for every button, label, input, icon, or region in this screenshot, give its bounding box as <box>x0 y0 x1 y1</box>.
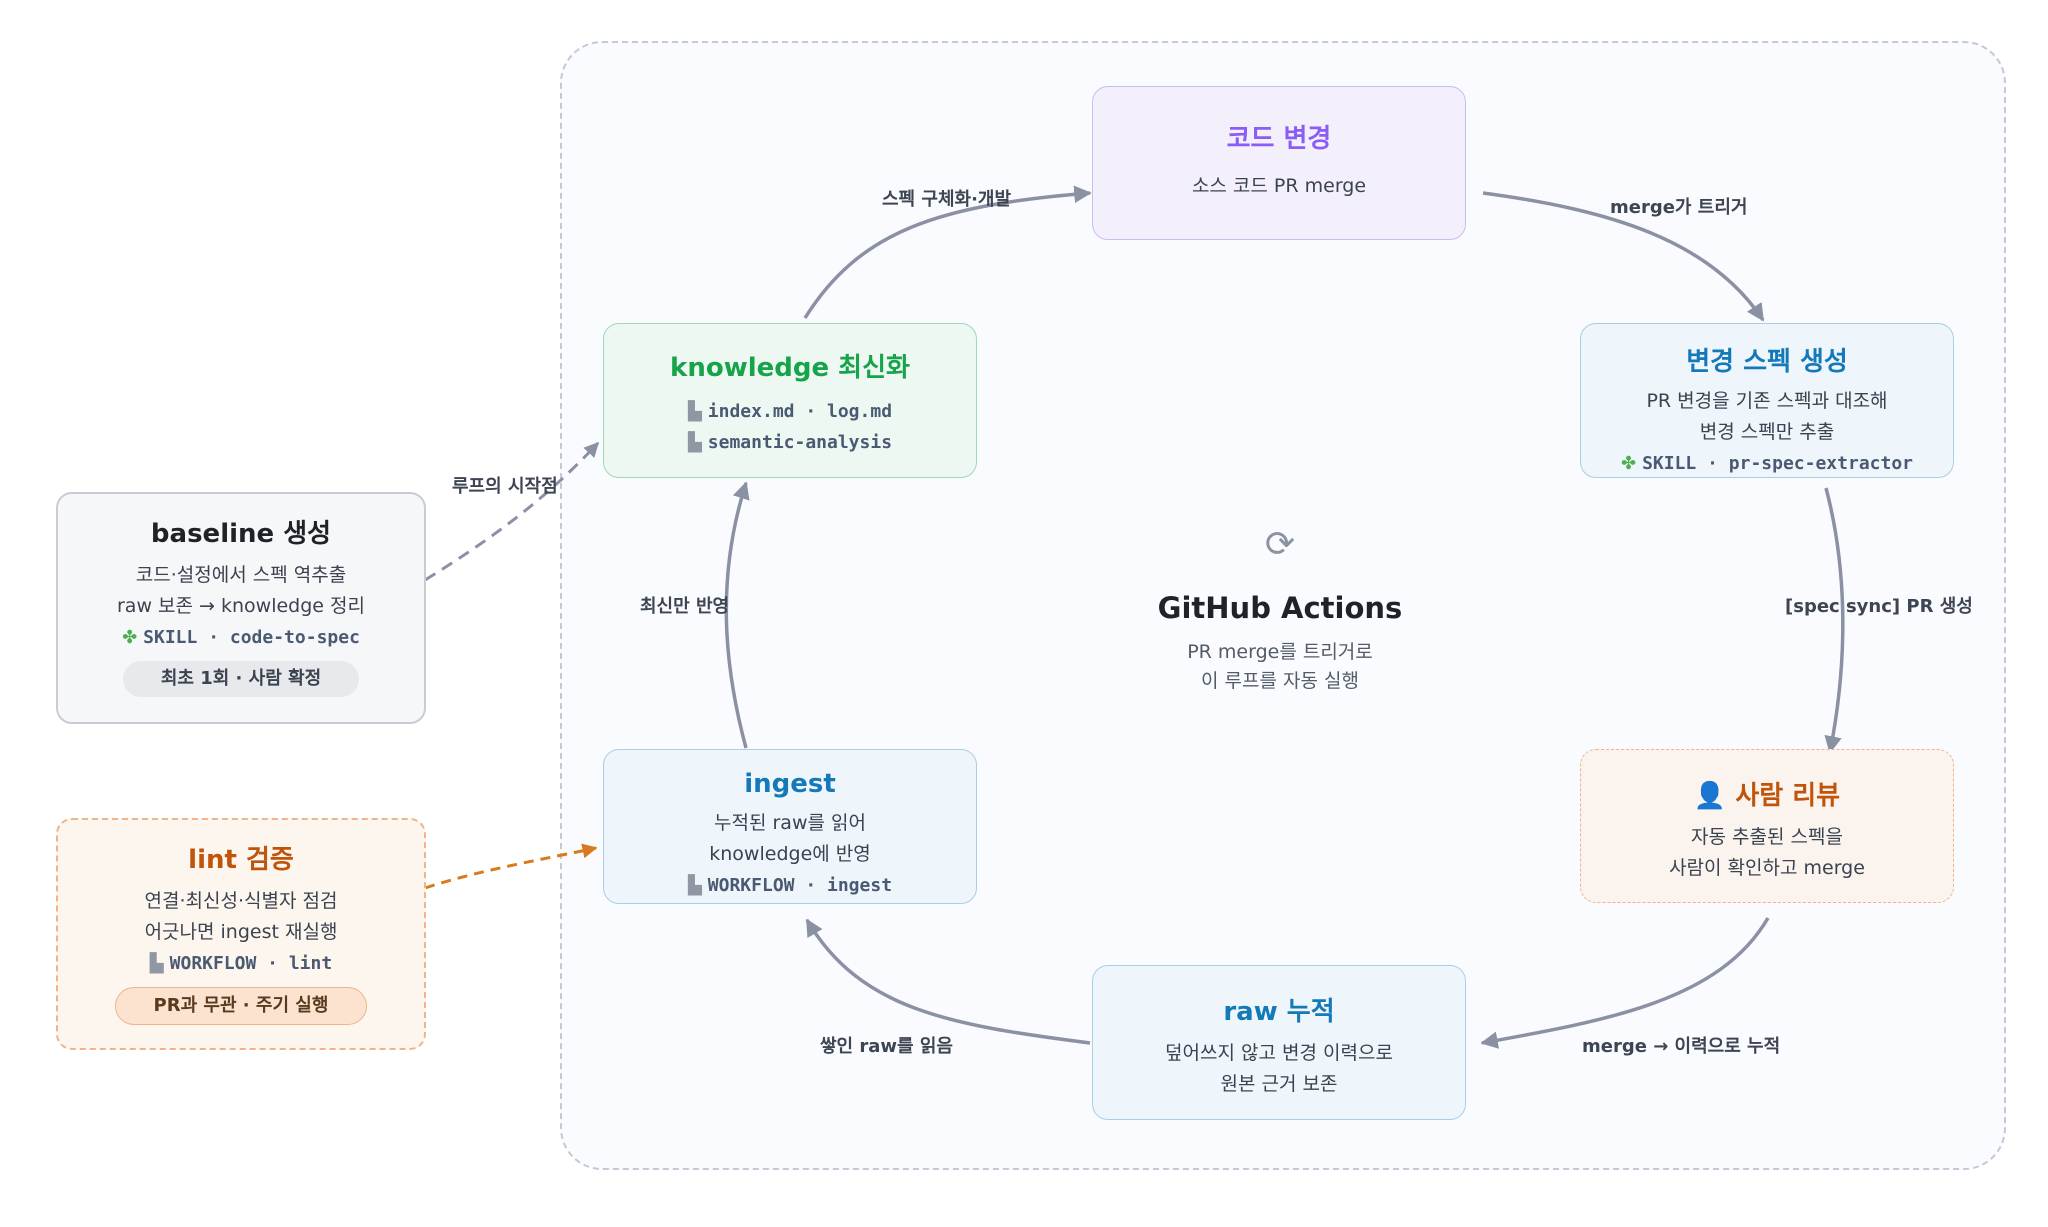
sync-icon: ⟳ <box>1264 524 1296 565</box>
node-knowledge-title: knowledge 최신화 <box>670 353 910 383</box>
node-spec-gen: 변경 스펙 생성 PR 변경을 기존 스펙과 대조해 변경 스펙만 추출 ✤SK… <box>1580 323 1954 478</box>
edge-label-raw-to-ingest: 쌓인 raw를 읽음 <box>820 1036 953 1057</box>
edge-label-knowledge-to-code: 스펙 구체화·개발 <box>882 189 1012 210</box>
node-lint-desc-line1: 연결·최신성·식별자 점검 <box>144 890 338 912</box>
node-lint-desc-line2: 어긋나면 ingest 재실행 <box>144 921 338 943</box>
node-raw-desc-line1: 덮어쓰지 않고 변경 이력으로 <box>1165 1042 1393 1064</box>
node-lint: lint 검증 연결·최신성·식별자 점검 어긋나면 ingest 재실행 ▙W… <box>56 818 426 1050</box>
node-knowledge: knowledge 최신화 ▙index.md · log.md ▙semant… <box>603 323 977 478</box>
node-baseline-title: baseline 생성 <box>150 519 332 549</box>
node-ingest: ingest 누적된 raw를 읽어 knowledge에 반영 ▙WORKFL… <box>603 749 977 904</box>
node-raw: raw 누적 덮어쓰지 않고 변경 이력으로 원본 근거 보존 <box>1092 965 1466 1120</box>
node-raw-title: raw 누적 <box>1223 997 1335 1027</box>
node-lint-pill: PR과 무관 · 주기 실행 <box>114 987 368 1025</box>
edge-label-ingest-to-knowledge: 최신만 반영 <box>640 596 730 617</box>
node-spec-gen-tag: SKILL · pr-spec-extractor <box>1642 453 1914 474</box>
arrow-ingest-to-knowledge <box>724 481 750 749</box>
document-icon: ▙ <box>687 875 702 896</box>
node-lint-tag: WORKFLOW · lint <box>169 953 333 974</box>
arrow-spec-to-review <box>1824 487 1845 754</box>
node-baseline: baseline 생성 코드·설정에서 스펙 역추출 raw 보존 → know… <box>56 492 426 724</box>
person-icon: 👤 <box>1693 781 1727 811</box>
arrow-knowledge-to-code <box>803 185 1092 319</box>
document-icon: ▙ <box>149 953 164 974</box>
node-lint-title: lint 검증 <box>188 845 294 875</box>
node-knowledge-tag2: semantic-analysis <box>707 432 893 453</box>
edge-label-review-to-raw: merge → 이력으로 누적 <box>1582 1036 1781 1057</box>
node-spec-gen-title: 변경 스펙 생성 <box>1686 347 1848 377</box>
document-icon: ▙ <box>687 432 702 453</box>
puzzle-icon: ✤ <box>122 627 138 648</box>
center-title: GitHub Actions <box>1157 591 1403 625</box>
node-code-change: 코드 변경 소스 코드 PR merge <box>1092 86 1466 240</box>
node-ingest-tag: WORKFLOW · ingest <box>707 875 893 896</box>
center-desc-line2: 이 루프를 자동 실행 <box>1201 670 1359 692</box>
edge-label-spec-to-review: [spec sync] PR 생성 <box>1785 596 1973 617</box>
puzzle-icon: ✤ <box>1620 453 1637 474</box>
arrow-review-to-raw <box>1480 917 1770 1049</box>
github-actions-center: ⟳ GitHub Actions PR merge를 트리거로 이 루프를 자동… <box>1130 520 1430 696</box>
node-code-change-title: 코드 변경 <box>1226 124 1332 154</box>
node-review-desc-line1: 자동 추출된 스펙을 <box>1691 826 1843 848</box>
node-knowledge-tag1: index.md · log.md <box>707 401 893 422</box>
node-raw-desc-line2: 원본 근거 보존 <box>1220 1073 1338 1095</box>
node-review-title: 사람 리뷰 <box>1735 781 1841 811</box>
node-code-change-desc: 소스 코드 PR merge <box>1191 175 1367 197</box>
node-baseline-tag: SKILL · code-to-spec <box>143 627 360 648</box>
node-ingest-desc-line1: 누적된 raw를 읽어 <box>714 812 866 834</box>
edge-label-baseline-to-knowledge: 루프의 시작점 <box>452 476 558 497</box>
arrow-baseline-to-knowledge <box>424 441 600 582</box>
node-baseline-desc-line2: raw 보존 → knowledge 정리 <box>117 595 365 617</box>
node-baseline-desc-line1: 코드·설정에서 스펙 역추출 <box>135 564 347 586</box>
node-review: 👤 사람 리뷰 자동 추출된 스펙을 사람이 확인하고 merge <box>1580 749 1954 903</box>
node-baseline-pill: 최초 1회 · 사람 확정 <box>122 661 360 697</box>
arrow-raw-to-ingest <box>805 918 1091 1045</box>
document-icon: ▙ <box>687 401 702 422</box>
edge-label-code-to-spec: merge가 트리거 <box>1610 197 1748 218</box>
node-spec-gen-desc-line2: 변경 스펙만 추출 <box>1699 421 1835 443</box>
node-ingest-title: ingest <box>744 769 836 799</box>
node-review-desc-line2: 사람이 확인하고 merge <box>1669 857 1865 879</box>
arrow-code-to-spec <box>1482 191 1765 322</box>
node-ingest-desc-line2: knowledge에 반영 <box>709 843 871 865</box>
arrow-lint-to-ingest <box>424 843 598 890</box>
center-desc-line1: PR merge를 트리거로 <box>1187 641 1373 663</box>
node-spec-gen-desc-line1: PR 변경을 기존 스펙과 대조해 <box>1646 390 1888 412</box>
